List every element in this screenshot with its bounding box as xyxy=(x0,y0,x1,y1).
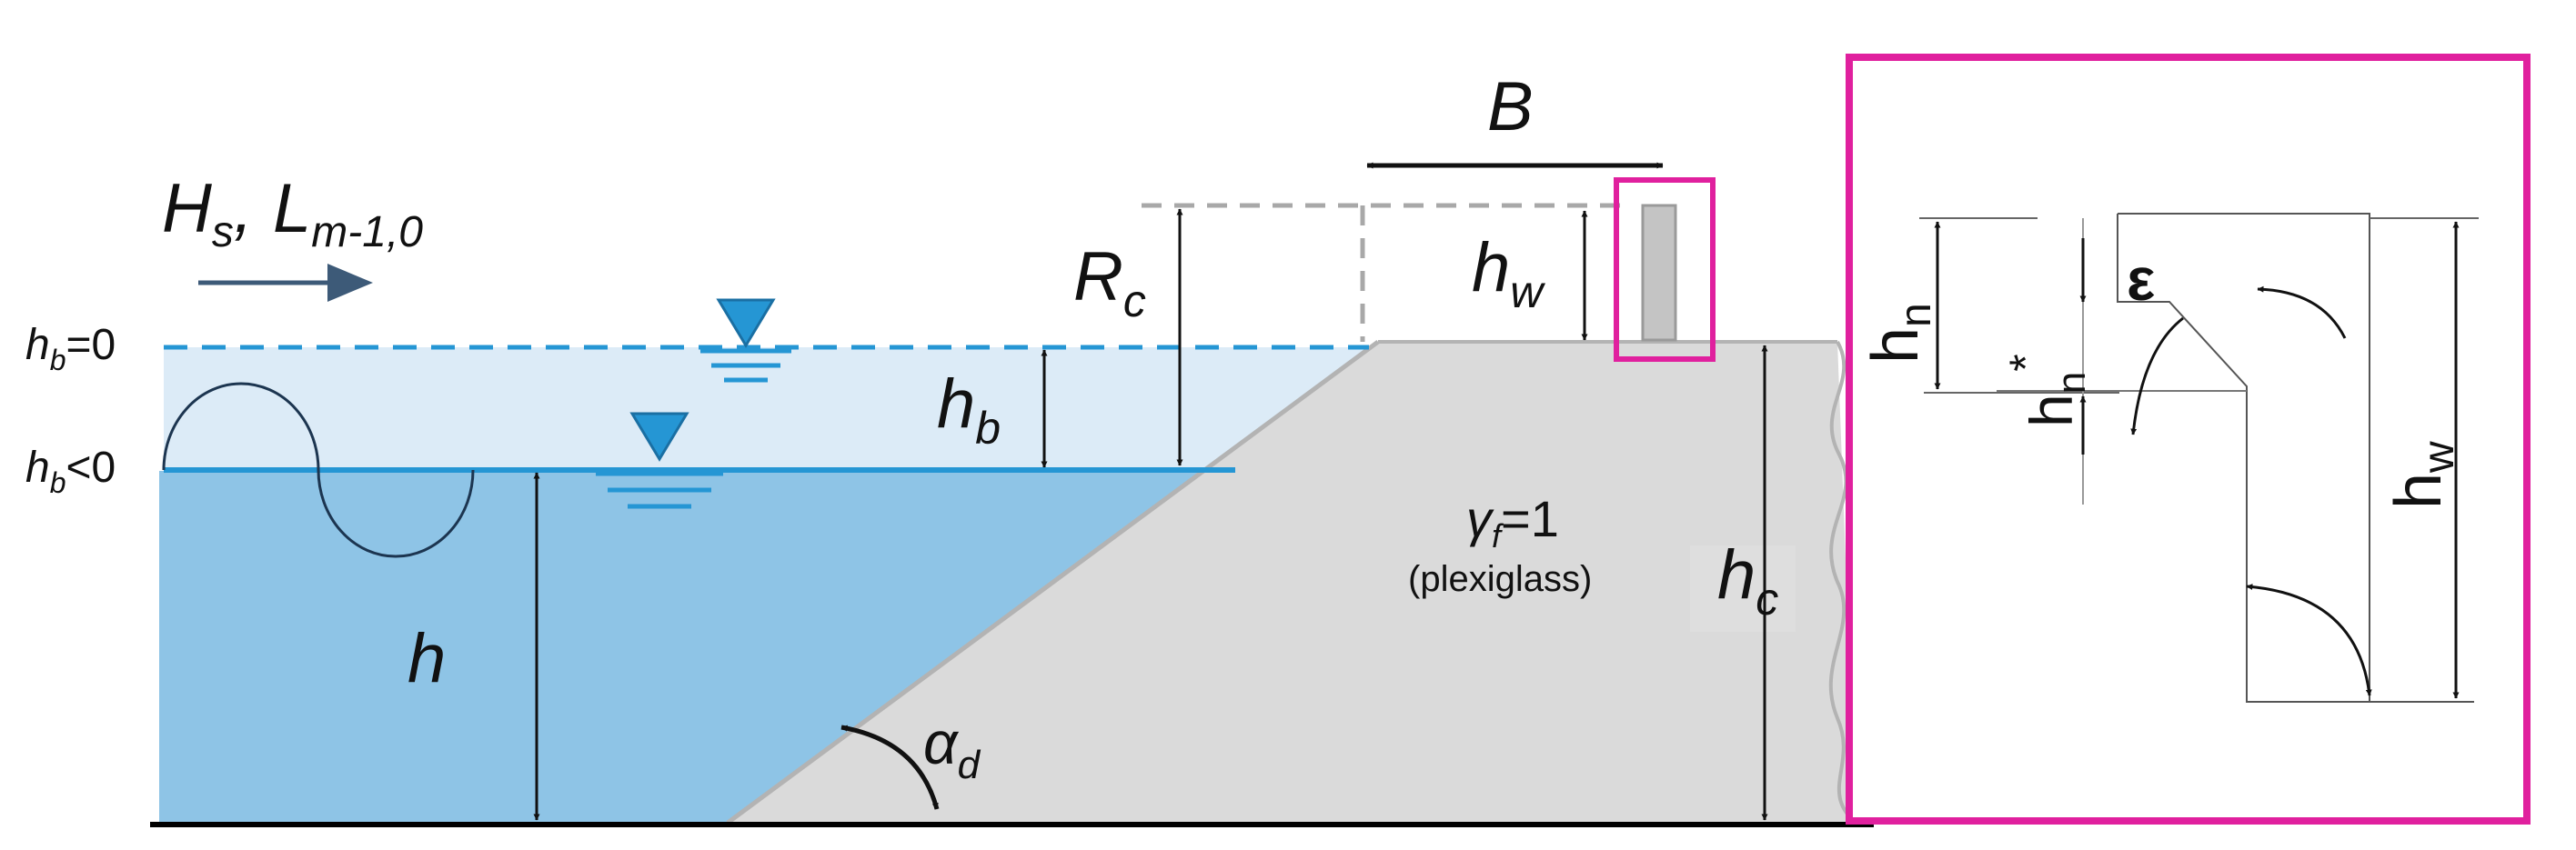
detail-hn-star-label: hn* xyxy=(2000,354,2094,427)
detail-nose-angle-arc-outer xyxy=(2257,285,2347,339)
wave-direction-arrow xyxy=(198,264,373,302)
material-density-label: γf=1 xyxy=(1466,490,1559,555)
detail-epsilon-label: ε xyxy=(2127,245,2155,313)
crest-width-label: B xyxy=(1487,68,1534,145)
material-name-label: (plexiglass) xyxy=(1408,559,1592,599)
rc-label: Rc xyxy=(1073,238,1146,326)
structure-slope-edge xyxy=(726,339,1380,825)
breakwater-structure xyxy=(728,342,1856,823)
water-body xyxy=(159,471,1237,823)
structure-wavy-edge xyxy=(1828,341,1857,825)
water-level-symbol-lower xyxy=(596,412,723,509)
detail-hn-label: hn xyxy=(1859,303,1940,364)
slope-angle-label: αd xyxy=(923,709,981,787)
hb-label: hb xyxy=(937,365,1001,454)
water-level-hb-zero-label: hb=0 xyxy=(25,321,116,376)
wave-shape xyxy=(162,382,475,558)
parapet-wall xyxy=(1641,204,1677,342)
water-upper-layer xyxy=(164,347,1378,471)
detail-base-angle-arc xyxy=(2246,584,2372,696)
detail-wall-outline xyxy=(2117,213,2370,703)
detail-hw-label: hw xyxy=(2382,441,2463,509)
wave-parameters-label: Hs,Lm-1,0 xyxy=(162,170,423,256)
water-level-hb-neg-label: hb<0 xyxy=(25,444,116,499)
wall-highlight-box xyxy=(1614,177,1716,362)
parapet-detail-inset: hn hn* ε hw xyxy=(1846,54,2531,825)
water-level-symbol-upper xyxy=(700,298,791,383)
water-depth-label: h xyxy=(408,620,446,697)
hc-label-background xyxy=(1690,545,1796,632)
detail-inset-frame xyxy=(1846,54,2531,825)
slope-angle-arc xyxy=(840,725,940,810)
detail-nose-angle-arc xyxy=(2130,316,2184,435)
hc-label: hc xyxy=(1717,536,1778,625)
hw-label: hw xyxy=(1472,229,1545,317)
